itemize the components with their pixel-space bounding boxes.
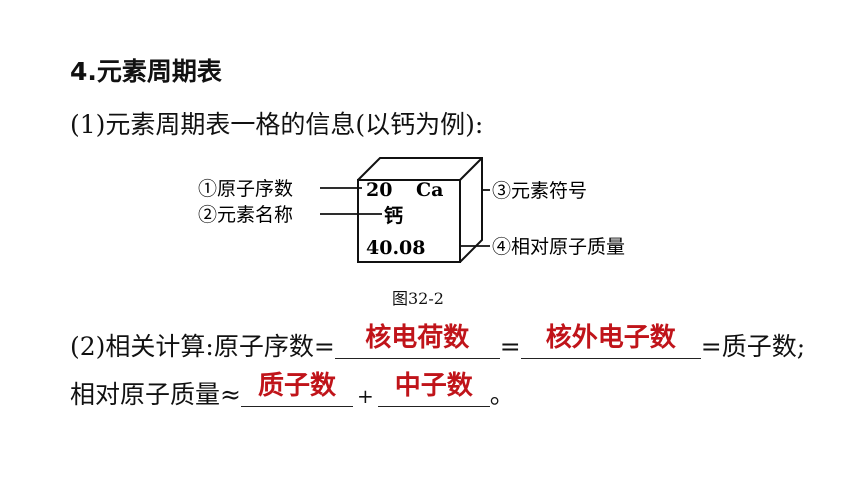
- label-atomic-mass: ④相对原子质量: [492, 236, 625, 258]
- atomic-mass: 40.08: [366, 237, 426, 259]
- calc-suffix: =质子数;: [700, 332, 806, 361]
- answer-2: 核外电子数: [545, 323, 676, 353]
- element-name: 钙: [384, 204, 403, 227]
- calc-prefix: (2)相关计算:原子序数=: [70, 332, 335, 361]
- plus-sign: +: [356, 384, 374, 408]
- calc-line-1: (2)相关计算:原子序数= 核电荷数 = 核外电子数 =质子数;: [70, 323, 806, 363]
- atomic-number: 20: [366, 179, 392, 201]
- label-element-symbol: ③元素符号: [492, 180, 587, 202]
- element-symbol: Ca: [416, 179, 443, 201]
- leader-lines: [320, 187, 490, 247]
- label-atomic-number: ①原子序数: [198, 178, 293, 200]
- equals-sign: =: [499, 332, 521, 361]
- label-element-name: ②元素名称: [198, 204, 293, 226]
- answer-blank-4: 中子数: [377, 371, 490, 407]
- mass-prefix: 相对原子质量≈: [70, 380, 241, 409]
- answer-blank-1: 核电荷数: [334, 323, 500, 359]
- mass-suffix: 。: [489, 380, 515, 409]
- answer-3: 质子数: [257, 371, 336, 401]
- section-heading: 4.元素周期表: [70, 57, 222, 86]
- answer-4: 中子数: [394, 371, 473, 401]
- answer-blank-3: 质子数: [240, 371, 353, 407]
- element-cell-box: [357, 157, 483, 263]
- figure-caption: 图32-2: [392, 289, 444, 308]
- answer-blank-2: 核外电子数: [520, 323, 701, 359]
- periodic-cell-figure: 20 Ca 钙 40.08 ①原子序数 ②元素名称 ③元素符号 ④相对原子质量: [198, 157, 625, 263]
- subsection-intro: (1)元素周期表一格的信息(以钙为例):: [70, 110, 484, 139]
- answer-1: 核电荷数: [365, 323, 470, 353]
- calc-line-2: 相对原子质量≈ 质子数 + 中子数。: [70, 371, 515, 411]
